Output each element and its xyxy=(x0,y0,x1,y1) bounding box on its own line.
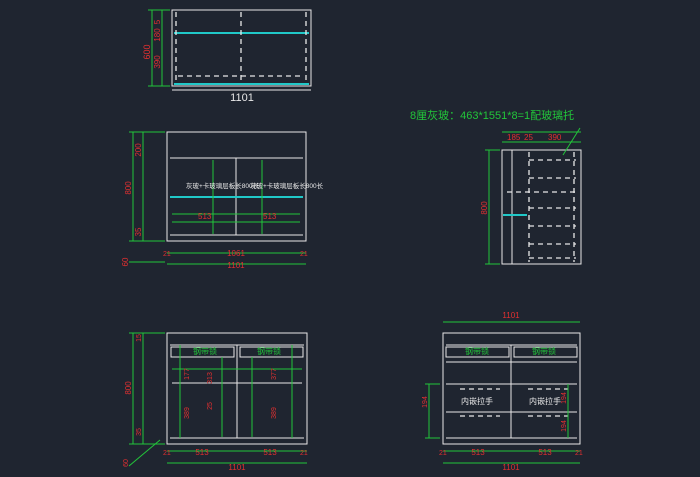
lock-label-right: 钢带锁 xyxy=(257,346,281,356)
lower-left-view: 钢带锁 钢带锁 177 313 25 389 377 389 15 800 35… xyxy=(123,332,308,472)
front-dim-leg: 60 xyxy=(121,257,130,266)
lr-bottom-c: 513 xyxy=(538,448,552,457)
lr-bottom-b: 513 xyxy=(471,448,485,457)
lr-side-right-a: 194 xyxy=(561,392,568,404)
front-bottom-dim-mid: 1061 xyxy=(227,249,245,258)
ll-dim-leg: 60 xyxy=(123,459,130,467)
ll-dim-height: 800 xyxy=(124,381,133,395)
lr-handle-right: 内嵌拉手 xyxy=(529,396,561,406)
side-dim-b: 25 xyxy=(524,133,533,142)
ll-bottom-a: 21 xyxy=(163,450,171,457)
front-bottom-dim-right: 21 xyxy=(300,251,308,258)
lr-total: 1101 xyxy=(502,463,520,472)
lr-bottom-d: 21 xyxy=(575,450,583,457)
ll-dim-top: 15 xyxy=(136,334,143,342)
ll-dim-base: 35 xyxy=(136,428,143,436)
front-inner-dim-right: 513 xyxy=(263,212,277,221)
side-dim-a: 185 xyxy=(507,133,521,142)
ll-inner-a: 177 xyxy=(184,368,191,380)
ll-inner-c: 25 xyxy=(207,402,214,410)
top-width: 1101 xyxy=(230,92,254,104)
front-view: 灰玻+卡玻璃层板长800长 灰玻+卡玻璃层板长800长 513 513 200 … xyxy=(121,131,324,270)
ll-inner-b: 313 xyxy=(207,372,214,384)
ll-inner-f: 389 xyxy=(271,407,278,419)
front-inner-dim-left: 513 xyxy=(198,212,212,221)
ll-bottom-b: 513 xyxy=(195,448,209,457)
shelf-label-right: 灰玻+卡玻璃层板长800长 xyxy=(250,181,324,190)
ll-inner-e: 377 xyxy=(271,368,278,380)
lr-lock-left: 钢带锁 xyxy=(465,346,489,356)
front-total-width: 1101 xyxy=(227,261,245,270)
ll-bottom-d: 21 xyxy=(300,450,308,457)
lr-side-right-b: 194 xyxy=(561,420,568,432)
shelf-label-left: 灰玻+卡玻璃层板长800长 xyxy=(186,181,260,190)
front-dim-top: 200 xyxy=(134,143,143,157)
top-view: 600 5 180 390 1101 xyxy=(142,9,312,104)
ll-total: 1101 xyxy=(228,463,246,472)
lock-label-left: 钢带锁 xyxy=(193,346,217,356)
side-dim-c: 390 xyxy=(548,133,562,142)
side-height: 800 xyxy=(480,201,489,215)
side-view: 185 25 390 800 xyxy=(480,127,582,265)
front-bottom-dim-left: 21 xyxy=(163,251,171,258)
lower-right-view: 1101 钢带锁 钢带锁 内嵌拉手 内嵌拉手 194 194 194 21 51… xyxy=(422,311,583,472)
glass-note: 8厘灰玻：463*1551*8=1配玻璃托 xyxy=(410,108,574,122)
front-dim-height: 800 xyxy=(124,181,133,195)
front-dim-base: 35 xyxy=(134,227,143,236)
top-dim-c: 390 xyxy=(153,55,162,69)
lr-handle-left: 内嵌拉手 xyxy=(461,396,493,406)
lr-top-width: 1101 xyxy=(502,311,520,320)
ll-bottom-c: 513 xyxy=(263,448,277,457)
top-dim-total: 600 xyxy=(142,44,152,59)
top-dim-a: 5 xyxy=(153,19,162,24)
ll-inner-d: 389 xyxy=(184,407,191,419)
lr-lock-right: 钢带锁 xyxy=(532,346,556,356)
lr-bottom-a: 21 xyxy=(439,450,447,457)
top-dim-b: 180 xyxy=(153,28,162,42)
lr-side-left: 194 xyxy=(422,396,429,408)
